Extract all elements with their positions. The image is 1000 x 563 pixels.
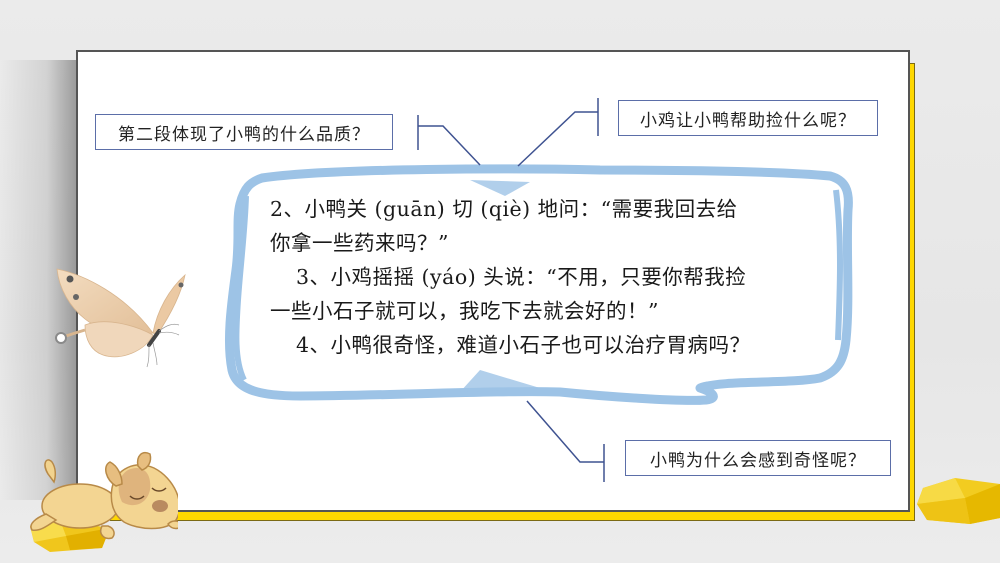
passage-line: 3、小鸡摇摇 (yáo) 头说：“不用，只要你帮我捡 xyxy=(296,265,747,289)
butterfly-icon xyxy=(55,268,186,368)
callout-top-left: 第二段体现了小鸭的什么品质？ xyxy=(95,114,393,150)
passage-line: 4、小鸭很奇怪，难道小石子也可以治疗胃病吗？ xyxy=(296,333,751,357)
callout-text: 第二段体现了小鸭的什么品质？ xyxy=(118,124,370,145)
callout-text: 小鸡让小鸭帮助捡什么呢？ xyxy=(640,110,856,131)
passage-line: 一些小石子就可以，我吃下去就会好的！” xyxy=(270,299,659,323)
sleeping-puppy-icon xyxy=(30,452,178,540)
passage-line: 2、小鸭关 (guān) 切 (qiè) 地问：“需要我回去给 xyxy=(270,197,738,221)
callout-text: 小鸭为什么会感到奇怪呢？ xyxy=(650,450,866,471)
yellow-gem-right-icon xyxy=(917,478,1000,524)
passage-line: 你拿一些药来吗？” xyxy=(270,231,449,255)
callout-top-right: 小鸡让小鸭帮助捡什么呢？ xyxy=(618,100,878,136)
callout-bottom-right: 小鸭为什么会感到奇怪呢？ xyxy=(625,440,891,476)
passage-text: 2、小鸭关 (guān) 切 (qiè) 地问：“需要我回去给 你拿一些药来吗？… xyxy=(270,192,840,362)
